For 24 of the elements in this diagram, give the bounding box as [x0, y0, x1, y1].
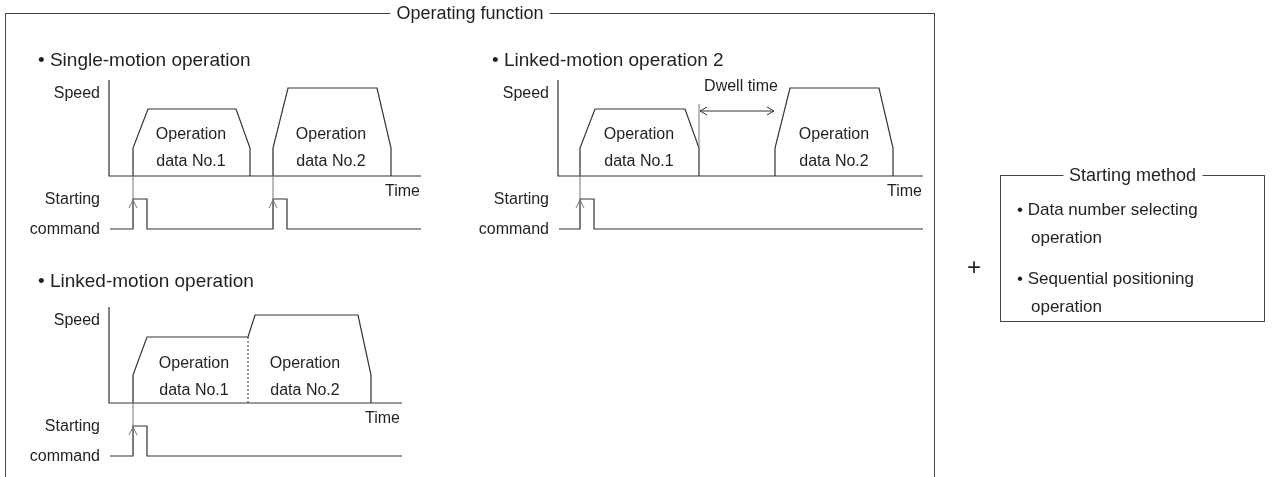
axis-label: Time [886, 181, 922, 201]
axis-label: Time [364, 408, 400, 428]
signal-label: Starting command [477, 189, 549, 239]
section-heading: • Linked-motion operation 2 [492, 48, 725, 72]
box-title: Starting method [1062, 165, 1203, 185]
signal-label: Starting command [28, 189, 100, 239]
list-item: • Data number selecting operation [1017, 199, 1199, 249]
profile-label: Operation data No.1 [602, 124, 676, 171]
section-heading: • Linked-motion operation [38, 269, 255, 293]
dimension-label: Dwell time [703, 76, 779, 96]
profile-label: Operation data No.1 [154, 124, 228, 171]
list-item: • Sequential positioning operation [1017, 268, 1196, 318]
plus-sign: + [966, 252, 982, 282]
axis-label: Speed [501, 83, 549, 103]
section-heading: • Single-motion operation [38, 48, 252, 72]
axis-label: Time [384, 181, 420, 201]
profile-label: Operation data No.2 [797, 124, 871, 171]
box-title: Operating function [390, 3, 550, 23]
axis-label: Speed [52, 310, 100, 330]
axis-label: Speed [52, 83, 100, 103]
profile-label: Operation data No.2 [294, 124, 368, 171]
profile-label: Operation data No.2 [268, 353, 342, 400]
signal-label: Starting command [28, 416, 100, 466]
profile-label: Operation data No.1 [157, 353, 231, 400]
